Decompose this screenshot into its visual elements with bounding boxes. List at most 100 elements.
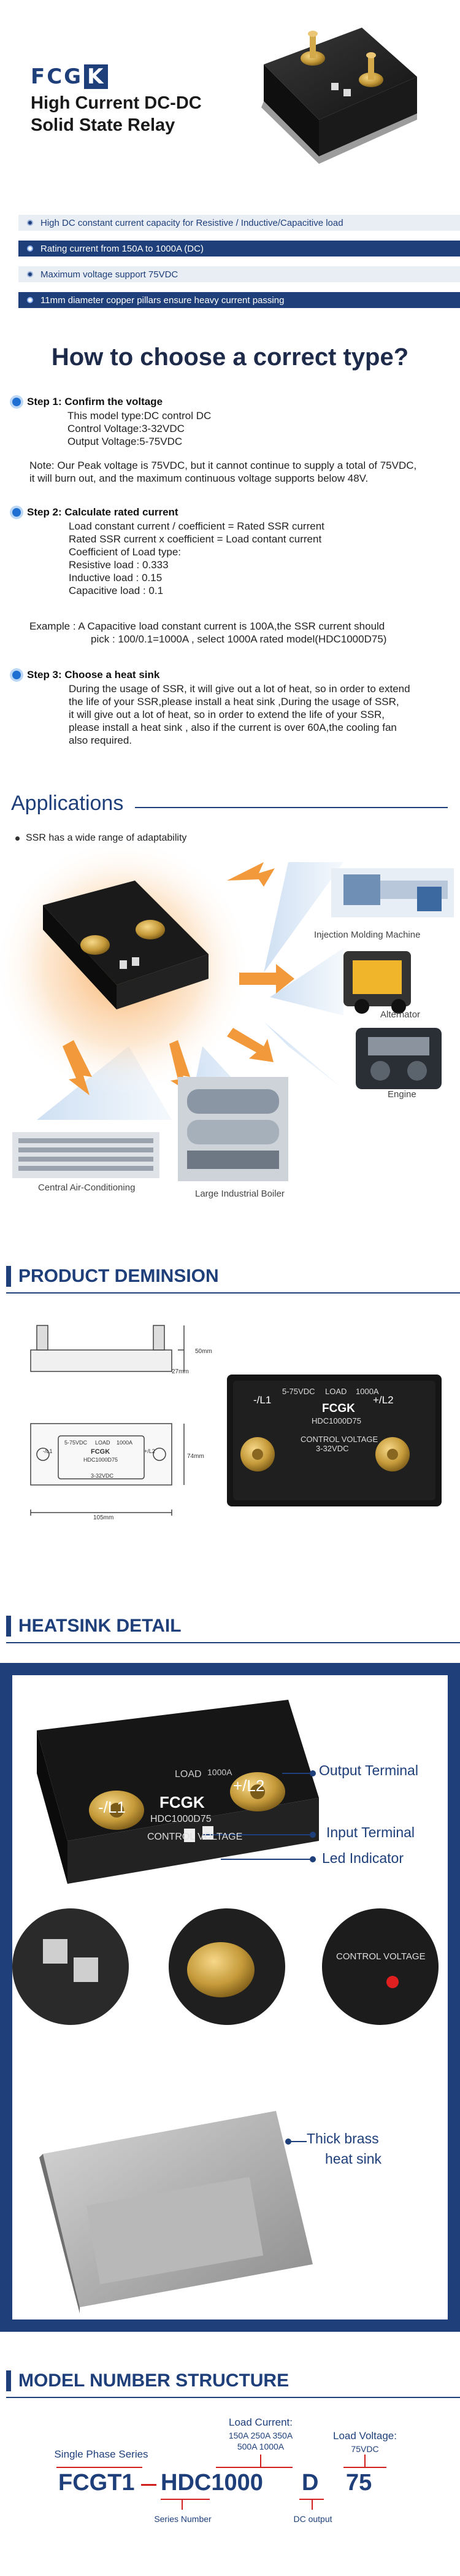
drawing-load-v: 5-75VDC: [64, 1440, 88, 1446]
photo-load-v: 5-75VDC: [282, 1387, 315, 1396]
brand-text: FCG: [31, 64, 83, 89]
injection-molding-image: [331, 868, 454, 917]
step-2-heading: Step 2: Calculate rated current: [12, 506, 178, 519]
heatsink-header: HEATSINK DETAIL: [0, 1614, 460, 1643]
zoom-control-text: CONTROL VOLTAGE: [336, 1951, 426, 1962]
model-phase-label: Single Phase Series: [54, 2448, 148, 2460]
pointer-dot-icon: [310, 1856, 316, 1862]
photo-control: CONTROL VOLTAGE: [301, 1435, 378, 1444]
model-dash: [141, 2484, 156, 2486]
photo-terminal-left: -/L1: [253, 1394, 272, 1406]
step-2-body: Load constant current / coefficient = Ra…: [69, 520, 324, 596]
app-relay: [43, 881, 209, 1009]
model-dc-label: DC output: [293, 2514, 332, 2524]
photo-control-v: 3-32VDC: [316, 1444, 349, 1453]
hs-load: LOAD: [175, 1769, 202, 1780]
hs-control: CONTROL VOLTAGE: [147, 1832, 243, 1842]
heatsink-section: HEATSINK DETAIL: [0, 1595, 460, 2338]
hs-load-v: 5-75VDC: [319, 1765, 355, 1775]
label-alternator: Alternator: [380, 1009, 421, 1020]
label-injection: Injection Molding Machine: [314, 930, 421, 940]
zoom-circle-terminal: [12, 1908, 129, 2025]
dim-width-105: 105mm: [93, 1514, 114, 1521]
model-series-label: Series Number: [154, 2514, 212, 2524]
hs-brand: FCGK: [159, 1793, 205, 1811]
label-brass-2: heat sink: [325, 2151, 382, 2167]
pointer-dot-icon: [310, 1832, 316, 1838]
model-load-current-label: Load Current:: [229, 2416, 293, 2428]
photo-load: LOAD: [325, 1387, 347, 1396]
zoom-circle-led: [322, 1908, 439, 2025]
dimension-section: PRODUCT DEMINSION: [0, 1264, 460, 1608]
alternator-image: [343, 951, 411, 1014]
step-2-example: Example : A Capacitive load constant cur…: [29, 620, 387, 645]
step-dot-icon: [12, 398, 21, 406]
model-number-section: MODEL NUMBER STRUCTURE Load Current: 150…: [0, 2369, 460, 2576]
model-currents-1: 150A 250A 350A: [228, 2431, 293, 2440]
brand-mark: K: [84, 64, 109, 89]
section-bar: [6, 1616, 11, 1637]
drawing-model: HDC1000D75: [83, 1457, 118, 1463]
applications-title: Applications: [11, 792, 124, 815]
drawing-brand: FCGK: [91, 1448, 110, 1456]
feature-list: High DC constant current capacity for Re…: [0, 209, 460, 313]
drawing-terminal-right: +/L2: [144, 1448, 155, 1454]
dim-height-74: 74mm: [187, 1453, 204, 1460]
dimension-relay-photo: [227, 1375, 442, 1506]
step-1-body: This model type:DC control DC Control Vo…: [67, 410, 212, 447]
hs-load-a: 1000A: [207, 1767, 232, 1777]
hero-title: High Current DC-DC Solid State Relay: [31, 92, 233, 136]
photo-terminal-right: +/L2: [373, 1394, 394, 1406]
top-view: [30, 1423, 185, 1516]
boiler-image: [178, 1077, 288, 1181]
bullet-dot-icon: [15, 836, 20, 841]
hs-terminal-left: -/L1: [98, 1798, 126, 1816]
air-conditioning-image: [12, 1132, 159, 1178]
feature-item: High DC constant current capacity for Re…: [18, 215, 460, 231]
bullet-dot-icon: [27, 271, 33, 277]
section-bar: [6, 1266, 11, 1287]
label-brass-1: Thick brass: [307, 2131, 379, 2146]
label-input-terminal: Input Terminal: [326, 1824, 415, 1840]
dim-height-50: 50mm: [195, 1348, 212, 1355]
label-output-terminal: Output Terminal: [319, 1762, 418, 1778]
model-code-type: D: [302, 2470, 319, 2496]
label-engine: Engine: [388, 1089, 416, 1100]
model-code-series: HDC1000: [161, 2470, 263, 2496]
feature-item: 11mm diameter copper pillars ensure heav…: [18, 292, 460, 308]
step-3-body: During the usage of SSR, it will give ou…: [69, 683, 410, 746]
feature-item: Rating current from 150A to 1000A (DC): [18, 241, 460, 256]
heat-sink-plate-image: [39, 2111, 313, 2313]
section-bar: [6, 2370, 11, 2391]
step-1-heading: Step 1: Confirm the voltage: [12, 396, 163, 408]
model-header: MODEL NUMBER STRUCTURE: [0, 2369, 460, 2398]
feature-item: Maximum voltage support 75VDC: [18, 266, 460, 282]
hs-terminal-right: +/L2: [233, 1776, 265, 1795]
model-code-prefix: FCGT1: [58, 2470, 135, 2496]
hs-model: HDC1000D75: [150, 1814, 212, 1824]
model-code-voltage: 75: [346, 2470, 372, 2496]
drawing-control-v: 3-32VDC: [91, 1473, 114, 1479]
hero-title-line1: High Current DC-DC: [31, 93, 202, 113]
dim-height-27: 27mm: [172, 1368, 189, 1375]
step-dot-icon: [12, 508, 21, 517]
dimension-drawing: [0, 1301, 460, 1571]
model-voltage-value: 75VDC: [351, 2444, 379, 2454]
label-air-conditioning: Central Air-Conditioning: [38, 1182, 136, 1193]
bullet-dot-icon: [27, 220, 33, 226]
step-3-heading: Step 3: Choose a heat sink: [12, 669, 159, 681]
pointer-dot-icon: [285, 2138, 291, 2145]
choose-title: How to choose a correct type?: [51, 344, 409, 371]
step-dot-icon: [12, 671, 21, 679]
pointer-dot-icon: [310, 1770, 316, 1776]
heatsink-relay-image: [37, 1700, 319, 1884]
hero-title-line2: Solid State Relay: [31, 115, 175, 135]
bullet-dot-icon: [27, 297, 33, 303]
zoom-circle-brass: [169, 1908, 285, 2025]
drawing-load-a: 1000A: [117, 1440, 133, 1446]
choose-type-section: How to choose a correct type? Step 1: Co…: [0, 319, 460, 776]
bullet-dot-icon: [27, 245, 33, 252]
